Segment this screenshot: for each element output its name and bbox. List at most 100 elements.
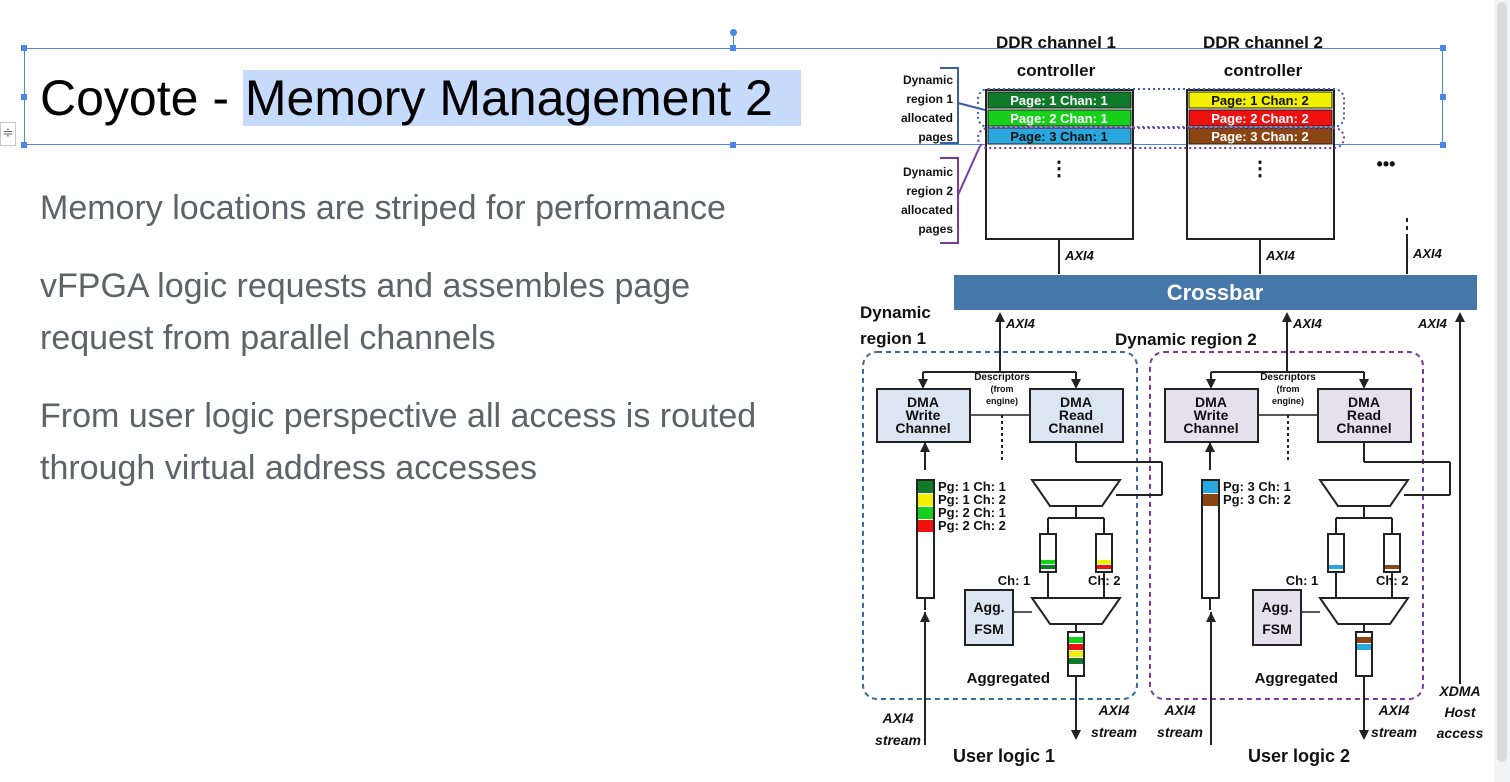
resize-handle-ml[interactable]: [21, 94, 27, 100]
r2-agg-fsm-label-1: Agg.: [1261, 599, 1292, 615]
user-logic-2-label: User logic 2: [1248, 746, 1350, 766]
ddr2-page-2: [1188, 109, 1333, 127]
dyn1-alloc-label-1: Dynamic: [903, 73, 953, 87]
r1-dma-read-label-3: Channel: [1048, 420, 1103, 436]
r2-dma-write-label-2: Write: [1194, 407, 1229, 423]
slide-title[interactable]: Coyote - Memory Management 2: [40, 64, 801, 132]
r1-in-stream: stream: [875, 732, 921, 748]
r2-descriptors-2: (from: [1277, 384, 1300, 394]
ddr1-page-label-1: Page: 1 Chan: 1: [1010, 93, 1108, 108]
r1-descriptors-2: (from: [991, 384, 1014, 394]
vertical-scrollbar[interactable]: [1494, 0, 1510, 782]
r1-axi-label: AXI4: [1005, 316, 1036, 331]
dyn1-bracket: [940, 67, 959, 144]
xdma-arrow: [1455, 312, 1465, 322]
r1-descriptors-1: Descriptors: [974, 372, 1030, 383]
r1-dma-write-label-1: DMA: [907, 394, 939, 410]
xdma-axi-label: AXI4: [1417, 316, 1448, 331]
r1-agg-fsm-box: [964, 589, 1014, 646]
dyn1-alloc-label-2: region 1: [906, 92, 953, 106]
r2-axi-label: AXI4: [1292, 316, 1323, 331]
ddr1-page-label-2: Page: 2 Chan: 1: [1010, 111, 1108, 126]
r1-agg-fifo-cell-2: [1069, 644, 1083, 650]
ddr1-page-label-3: Page: 3 Chan: 1: [1010, 129, 1108, 144]
region1-box: [862, 351, 1138, 700]
r2-ch1-label: Ch: 1: [1286, 573, 1319, 588]
ddr2-subtitle: controller: [1224, 61, 1303, 80]
r2-queue-ch2-cell-1: [1385, 565, 1399, 569]
ddr1-axi-label: AXI4: [1064, 248, 1095, 263]
r2-descriptors-3: engine): [1272, 396, 1304, 406]
resize-handle-mr[interactable]: [1440, 94, 1446, 100]
r2-dma-write-label-3: Channel: [1183, 420, 1238, 436]
r2-ch2-label: Ch: 2: [1376, 573, 1409, 588]
resize-handle-bm[interactable]: [730, 142, 736, 148]
rotate-handle[interactable]: [730, 29, 737, 36]
r1-dma-write-label-3: Channel: [895, 420, 950, 436]
crossbar-box: [954, 275, 1477, 310]
xdma-label-3: access: [1437, 725, 1484, 741]
r2-queue-ch1-cell-1: [1329, 565, 1343, 569]
r1-write-fifo-cell-2: [918, 494, 933, 506]
more-channels-dots: •••: [1377, 154, 1396, 174]
r1-write-fifo-cell-1: [918, 481, 933, 493]
r1-agg-fifo-cell-1: [1069, 637, 1083, 643]
bullet-2: vFPGA logic requests and assembles page …: [40, 267, 691, 357]
r1-out-arrow: [1071, 730, 1081, 740]
r2-in-axi: AXI4: [1163, 702, 1195, 718]
r2-demux: [1318, 479, 1410, 507]
ddr2-page-label-2: Page: 2 Chan: 2: [1211, 111, 1309, 126]
ddr2-page-label-1: Page: 1 Chan: 2: [1211, 93, 1309, 108]
r2-dist-arrow-r: [1359, 379, 1369, 389]
r2-in-stream: stream: [1157, 724, 1203, 740]
resize-handle-br[interactable]: [1440, 142, 1446, 148]
dyn2-alloc-label-4: pages: [918, 222, 953, 236]
rotate-handle-stem: [733, 33, 734, 49]
dyn2-bracket: [940, 157, 959, 244]
r1-out-stream: stream: [1091, 724, 1137, 740]
r2-dma-read-box: [1317, 388, 1412, 443]
r1-ch2-label: Ch: 2: [1088, 573, 1121, 588]
resize-handle-tr[interactable]: [1440, 45, 1446, 51]
r2-write-fifo-label-1: Pg: 3 Ch: 1: [1223, 479, 1291, 494]
ddr1-title: DDR channel 1: [996, 33, 1116, 52]
r2-dma-read-label-1: DMA: [1348, 394, 1380, 410]
r1-queue-ch1-cell-1: [1041, 565, 1055, 569]
ddr2-page-label-3: Page: 3 Chan: 2: [1211, 129, 1309, 144]
paragraph-icon[interactable]: ≑: [0, 122, 16, 146]
r1-queue-ch2-cell-1: [1097, 565, 1111, 569]
r2-out-stream: stream: [1371, 724, 1417, 740]
r1-dist-arrow-r: [1071, 379, 1081, 389]
scrollbar-thumb[interactable]: [1497, 2, 1507, 762]
r2-axi-arrow: [1282, 312, 1292, 322]
r1-agg-fifo-cell-4: [1069, 658, 1083, 664]
r2-dma-read-label-3: Channel: [1336, 420, 1391, 436]
r1-descriptors-3: engine): [986, 396, 1018, 406]
r2-mux: [1318, 597, 1410, 625]
xdma-label-2: Host: [1444, 704, 1476, 720]
dyn2-alloc-label-3: allocated: [901, 203, 953, 217]
ddr3-axi-label: AXI4: [1412, 246, 1443, 261]
user-logic-1-label: User logic 1: [953, 746, 1055, 766]
title-prefix: Coyote -: [40, 70, 243, 126]
r2-out-axi: AXI4: [1377, 702, 1409, 718]
r2-dma-write-box: [1164, 388, 1259, 443]
bullet-1: Memory locations are striped for perform…: [40, 189, 726, 227]
r1-in-axi: AXI4: [881, 710, 913, 726]
r2-agg-fsm-label-2: FSM: [1262, 621, 1292, 637]
r1-write-fifo-label-1: Pg: 1 Ch: 1: [938, 479, 1006, 494]
dyn2-alloc-label-2: region 2: [906, 184, 953, 198]
resize-handle-tl[interactable]: [21, 45, 27, 51]
resize-handle-bl[interactable]: [21, 142, 27, 148]
r1-ch1-label: Ch: 1: [998, 573, 1031, 588]
r1-mux: [1030, 597, 1122, 625]
bullet-3: From user logic perspective all access i…: [40, 397, 757, 487]
bullet-list[interactable]: Memory locations are striped for perform…: [40, 182, 810, 520]
r1-write-fifo-cell-4: [918, 520, 933, 532]
r2-dma-read-label-2: Read: [1347, 407, 1381, 423]
r1-in-arrow: [920, 612, 930, 622]
region2-box: [1149, 351, 1424, 700]
r1-aggregated-label: Aggregated: [967, 670, 1050, 687]
r2-agg-fifo-cell-1: [1357, 637, 1371, 643]
